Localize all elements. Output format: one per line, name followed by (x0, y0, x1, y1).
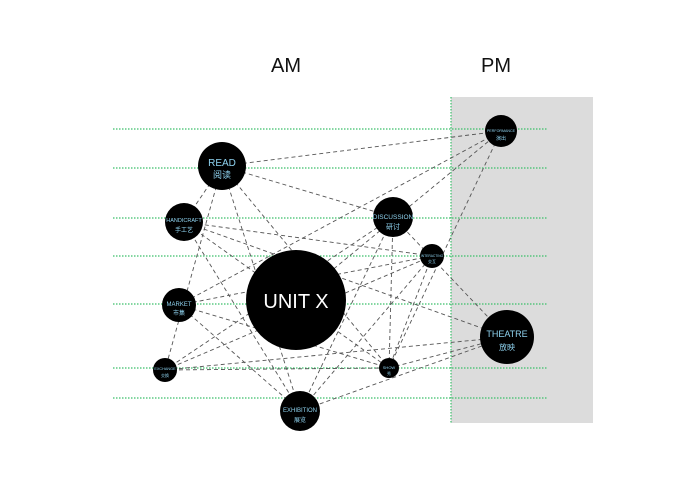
node-label-zh: 放映 (499, 342, 515, 352)
node-label-en: MARKET (166, 302, 191, 308)
node-circle (162, 288, 196, 322)
connector (299, 336, 508, 412)
connector (178, 304, 390, 369)
node-label-en: DISCUSSION (373, 214, 414, 221)
node-label-en: HANDICRAFT (166, 218, 202, 224)
connector (178, 130, 502, 306)
node-circle (165, 203, 203, 241)
node-discussion: DISCUSSION 研讨 (373, 197, 414, 237)
node-circle (153, 358, 177, 382)
node-label-en: INTERACTING (421, 254, 444, 258)
node-label-zh: 阅读 (213, 169, 231, 181)
node-label-en: READ (208, 158, 236, 169)
connector (221, 165, 394, 218)
node-circle (198, 142, 246, 190)
node-label-en: SHOW (383, 365, 396, 370)
node-circle (420, 244, 444, 268)
node-circle (246, 250, 346, 350)
node-label-en: THEATRE (486, 329, 527, 339)
node-label-en: EXHIBITION (283, 408, 317, 414)
connector (299, 216, 394, 412)
node-label-en: UNIT X (263, 291, 328, 313)
pm-header: PM (481, 55, 511, 77)
node-label-en: EXCHANGE (154, 367, 176, 371)
node-circle (485, 115, 517, 147)
connector (164, 367, 390, 371)
connector (164, 216, 394, 371)
node-label-zh: 演出 (496, 135, 506, 142)
node-label-zh: 手工艺 (175, 226, 193, 234)
connector (164, 336, 508, 371)
connector (164, 255, 433, 371)
am-header: AM (271, 55, 301, 77)
connector (388, 216, 394, 369)
connector (183, 221, 301, 412)
node-label-en: PERFORMANCE (487, 129, 516, 133)
node-circle (280, 391, 320, 431)
node-circle (379, 358, 399, 378)
connector (299, 255, 433, 412)
connector (388, 130, 502, 369)
connector (178, 304, 301, 412)
node-interacting: INTERACTING 交互 (420, 244, 444, 268)
node-label-zh: 秀 (387, 370, 391, 376)
node-circle (480, 310, 534, 364)
connector (183, 221, 508, 338)
node-exchange: EXCHANGE 交换 (153, 358, 177, 382)
node-show: SHOW 秀 (379, 358, 399, 378)
connectors (164, 130, 508, 412)
connector (221, 165, 390, 369)
node-label-zh: 市集 (173, 309, 185, 317)
node-label-zh: 展览 (294, 416, 306, 424)
node-unitx: UNIT X (246, 250, 346, 350)
node-market: MARKET 市集 (162, 288, 196, 322)
connector (388, 255, 433, 369)
node-performance: PERFORMANCE 演出 (485, 115, 517, 147)
node-label-zh: 研讨 (386, 222, 400, 231)
node-exhibition: EXHIBITION 展览 (280, 391, 320, 431)
pm-zone (451, 97, 593, 423)
connector (164, 165, 223, 371)
node-label-zh: 交互 (428, 258, 436, 264)
node-handicraft: HANDICRAFT 手工艺 (165, 203, 203, 241)
node-label-zh: 交换 (161, 372, 169, 378)
node-circle (373, 197, 413, 237)
node-theatre: THEATRE 放映 (480, 310, 534, 364)
connector (221, 130, 502, 167)
node-read: READ 阅读 (198, 142, 246, 190)
